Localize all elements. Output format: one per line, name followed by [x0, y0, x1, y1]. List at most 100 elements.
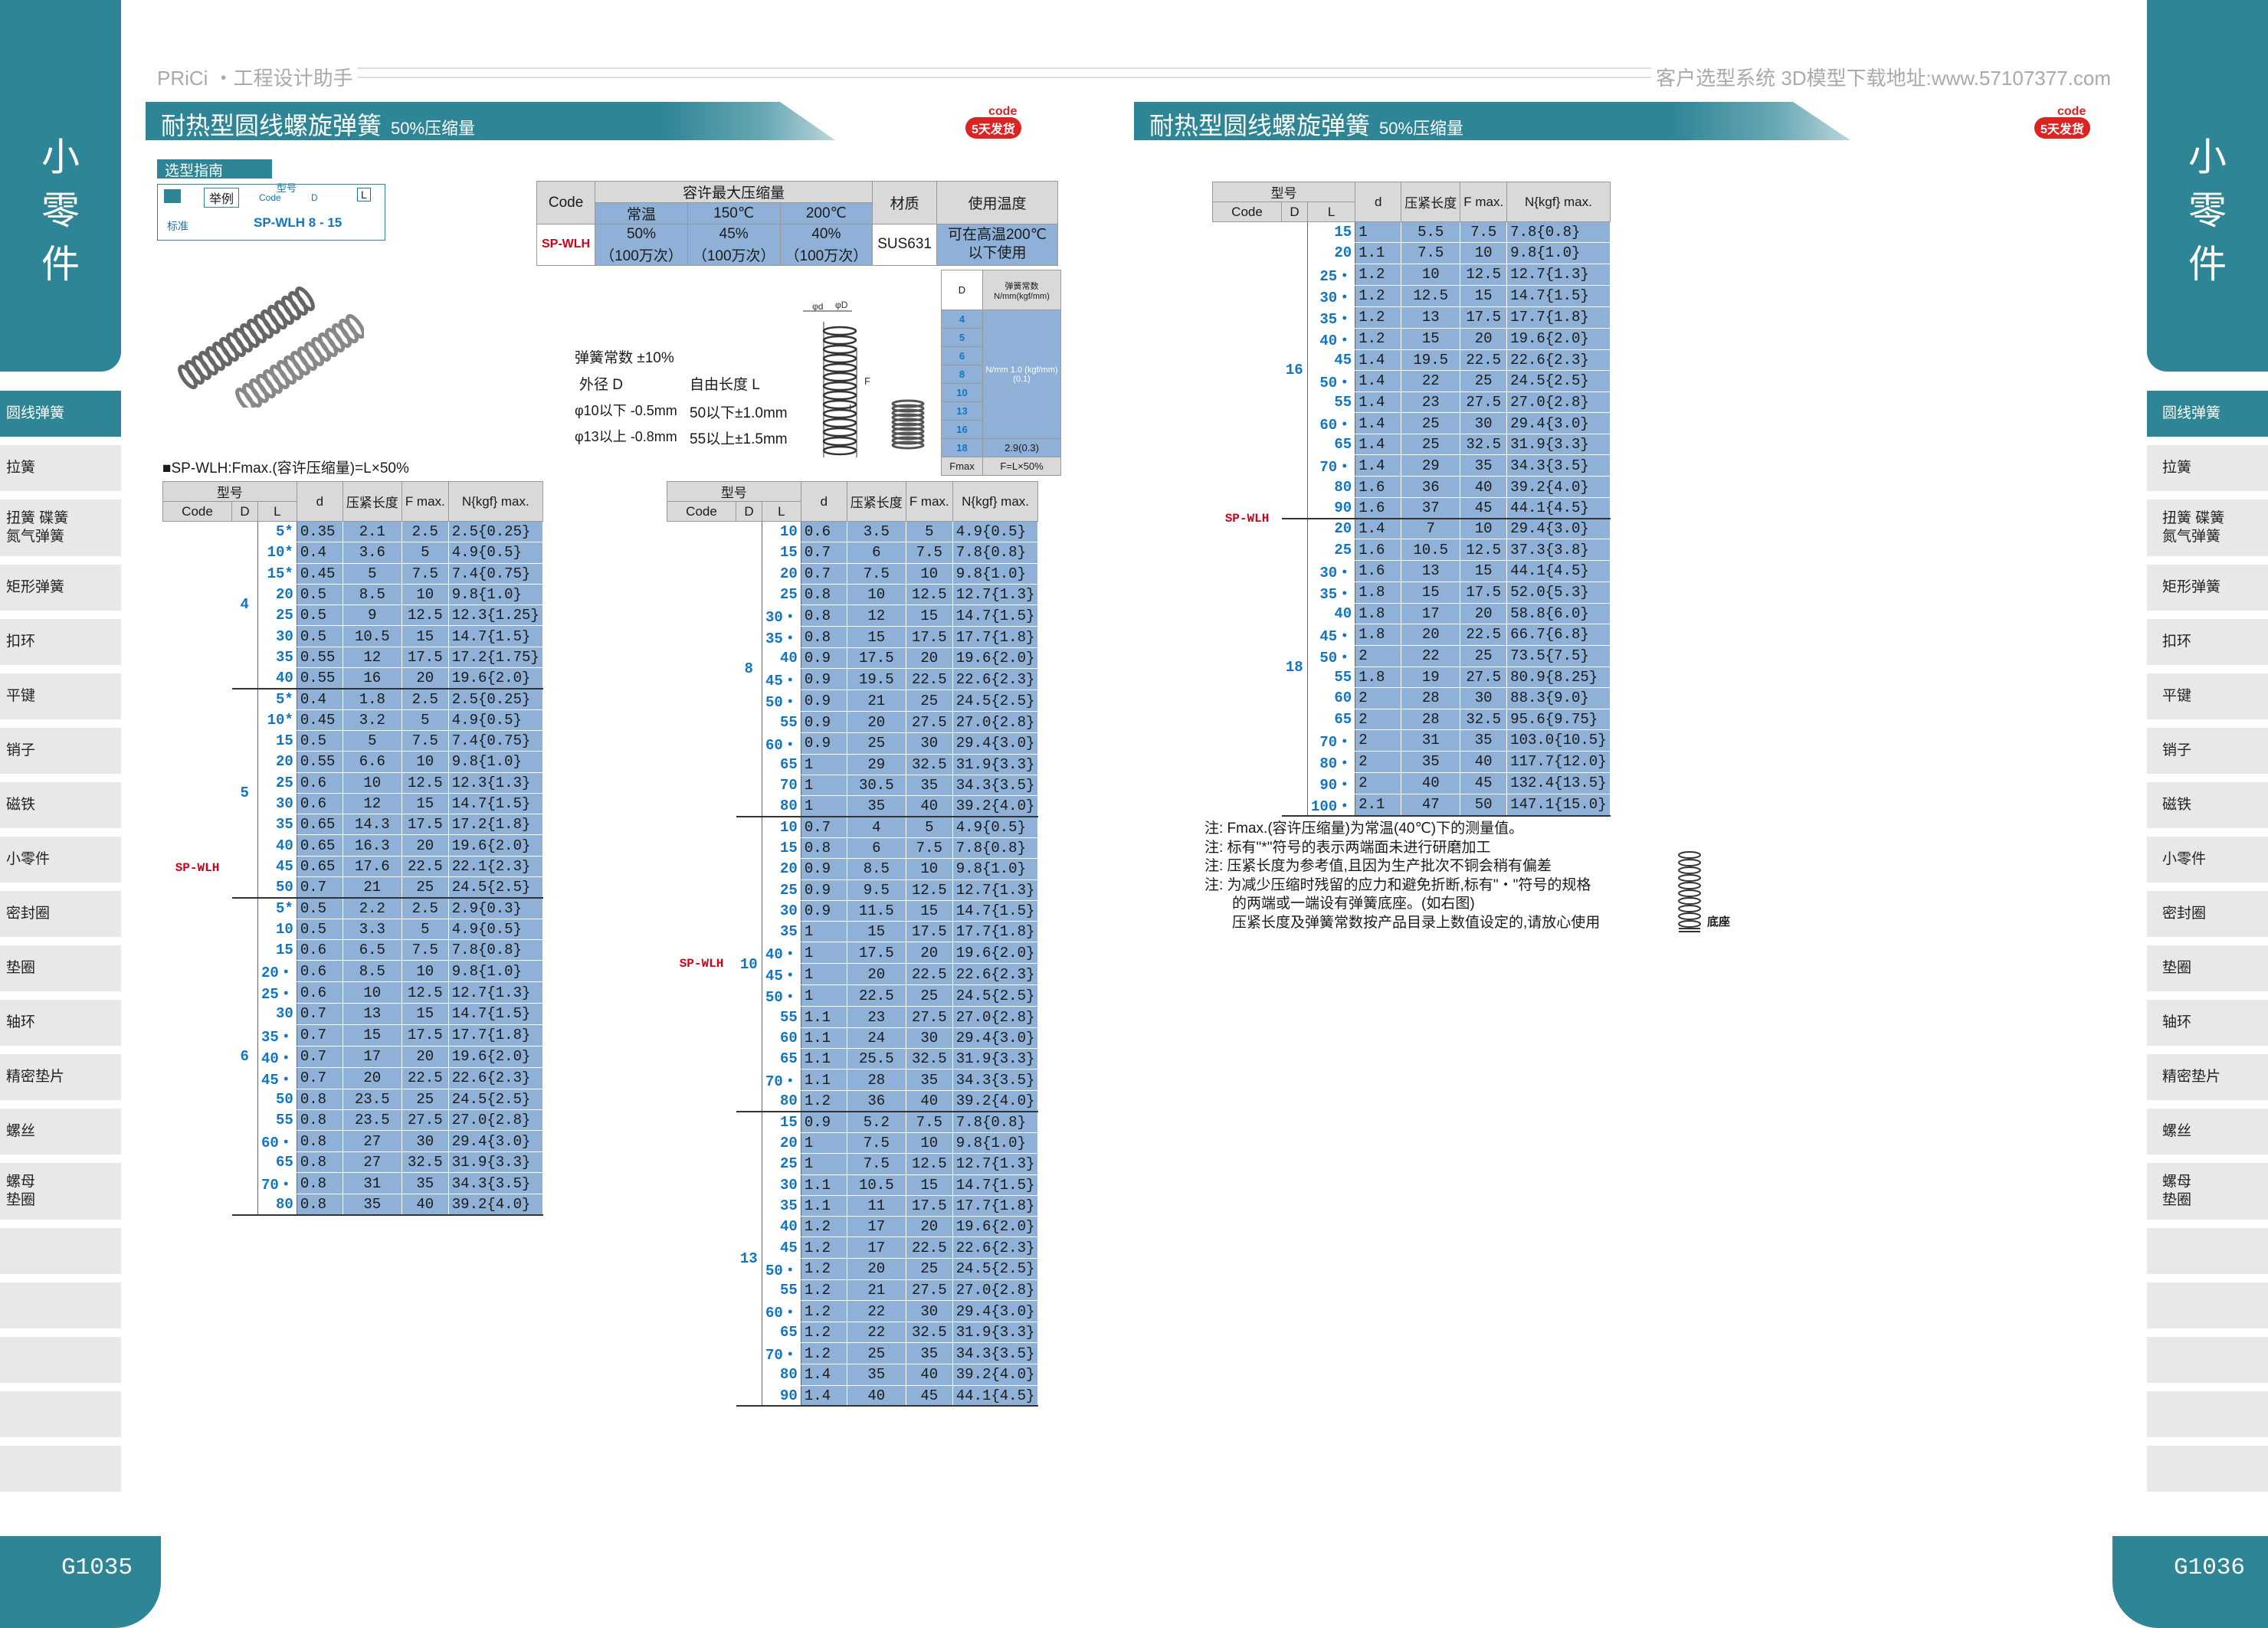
fmax-cell: 22.5 — [1460, 624, 1508, 646]
wire-cell: 1.1 — [801, 1048, 847, 1070]
th-compressed: 压紧长度 — [846, 481, 906, 522]
load-cell: 27.0{2.8} — [952, 1279, 1039, 1302]
sidebar-item[interactable]: 螺母 垫圈 — [0, 1163, 121, 1220]
selection-guide: 选型指南 举例 型号 Code D L 标准 SP-WLH 8 - 15 — [157, 159, 387, 241]
wire-cell: 1.2 — [1355, 328, 1402, 350]
length-cell: 65 — [1307, 709, 1356, 730]
sidebar-empty-item — [2147, 1446, 2268, 1492]
sidebar-item[interactable]: 扣环 — [2147, 619, 2268, 665]
wire-cell: 0.8 — [297, 1172, 343, 1195]
sidebar-item[interactable]: 扣环 — [0, 619, 121, 665]
spec-200-head: 200℃ — [779, 202, 873, 224]
compressed-cell: 20 — [847, 1258, 906, 1280]
diameter-cell: 16 — [1281, 221, 1308, 519]
sidebar-item[interactable]: 平键 — [0, 673, 121, 719]
wire-cell: 0.7 — [297, 1003, 343, 1025]
sidebar-item[interactable]: 螺丝 — [2147, 1109, 2268, 1155]
compressed-cell: 4 — [847, 817, 906, 838]
compressed-cell: 19 — [1401, 667, 1461, 689]
wire-cell: 1.8 — [1355, 603, 1402, 624]
length-cell: 20 — [762, 563, 801, 585]
wire-cell: 0.7 — [297, 876, 343, 899]
wire-cell: 0.9 — [801, 1112, 847, 1133]
fmax-cell: 20 — [906, 647, 953, 670]
sidebar-item[interactable]: 精密垫片 — [0, 1054, 121, 1100]
sidebar-item[interactable]: 销子 — [2147, 728, 2268, 774]
length-cell: 25 — [257, 604, 297, 627]
sidebar-item[interactable]: 轴环 — [0, 1000, 121, 1046]
sidebar-item[interactable]: 拉簧 — [0, 445, 121, 491]
wire-cell: 0.9 — [801, 900, 847, 922]
logo-code: code — [988, 105, 1018, 118]
sidebar-item[interactable]: 销子 — [0, 728, 121, 774]
load-cell: 14.7{1.5} — [952, 1174, 1039, 1196]
sidebar-item-label: 螺母 垫圈 — [2162, 1174, 2192, 1208]
sidebar-item[interactable]: 拉簧 — [2147, 445, 2268, 491]
sidebar-item[interactable]: 垫圈 — [0, 945, 121, 991]
length-cell: 40 — [762, 1216, 801, 1238]
sidebar-item[interactable]: 矩形弹簧 — [2147, 565, 2268, 611]
load-cell: 14.7{1.5} — [952, 900, 1039, 922]
sidebar-item[interactable]: 密封圈 — [2147, 891, 2268, 937]
sidebar-item[interactable]: 扭簧 碟簧 氮气弹簧 — [2147, 500, 2268, 556]
wire-cell: 0.7 — [801, 563, 847, 585]
load-cell: 19.6{2.0} — [448, 834, 543, 857]
wire-cell: 0.6 — [297, 960, 343, 983]
wire-cell: 2 — [1355, 751, 1402, 773]
wire-cell: 0.8 — [297, 1109, 343, 1132]
wire-cell: 1.1 — [1355, 242, 1402, 264]
fmax-cell: 20 — [906, 1216, 953, 1238]
compressed-cell: 12.5 — [1401, 285, 1461, 307]
wire-cell: 0.9 — [801, 858, 847, 880]
fmax-cell: 25 — [401, 1089, 449, 1110]
load-cell: 2.5{0.25} — [448, 521, 543, 543]
wire-cell: 1.6 — [1355, 560, 1402, 582]
fmax-cell: 7.5 — [906, 837, 953, 860]
fmax-cell: 10 — [906, 563, 953, 585]
kconst-mid: N/mm 1.0 (kgf/mm) (0.1) — [982, 310, 1061, 439]
fmax-cell: 25 — [906, 690, 953, 712]
sidebar-item[interactable]: 磁铁 — [2147, 782, 2268, 828]
sidebar-item[interactable]: 密封圈 — [0, 891, 121, 937]
fmax-cell: 17.5 — [906, 626, 953, 649]
sidebar-item[interactable]: 小零件 — [0, 837, 121, 883]
spec-material-head: 材质 — [872, 181, 937, 224]
sidebar-item[interactable]: 磁铁 — [0, 782, 121, 828]
load-cell: 17.7{1.8} — [1506, 306, 1611, 329]
sidebar-item[interactable]: 轴环 — [2147, 1000, 2268, 1046]
sidebar-item[interactable]: 矩形弹簧 — [0, 565, 121, 611]
length-cell: 65 — [762, 1322, 801, 1344]
sidebar-item[interactable]: 圆线弹簧 — [0, 391, 121, 437]
wire-cell: 1.2 — [1355, 285, 1402, 307]
fmax-cell: 25 — [906, 984, 953, 1007]
sidebar-item[interactable]: 垫圈 — [2147, 945, 2268, 991]
wire-cell: 0.55 — [297, 751, 343, 773]
kconst-fmax-head: Fmax — [941, 457, 983, 476]
th-code: Code — [667, 501, 736, 522]
page-number-left: G1035 — [0, 1536, 161, 1628]
sidebar-item[interactable]: 圆线弹簧 — [2147, 391, 2268, 437]
sidebar-item[interactable]: 螺丝 — [0, 1109, 121, 1155]
load-cell: 66.7{6.8} — [1506, 624, 1611, 646]
wire-cell: 0.8 — [801, 584, 847, 606]
length-cell: 60 — [1307, 687, 1356, 709]
wire-cell: 1.1 — [801, 1195, 847, 1217]
sidebar-item[interactable]: 扭簧 碟簧 氮气弹簧 — [0, 500, 121, 556]
sidebar-item[interactable]: 平键 — [2147, 673, 2268, 719]
sidebar-item[interactable]: 螺母 垫圈 — [2147, 1163, 2268, 1220]
sidebar-item[interactable]: 精密垫片 — [2147, 1054, 2268, 1100]
length-cell: 65 — [762, 754, 801, 776]
wire-cell: 0.5 — [297, 897, 343, 919]
sidebar-item[interactable]: 小零件 — [2147, 837, 2268, 883]
